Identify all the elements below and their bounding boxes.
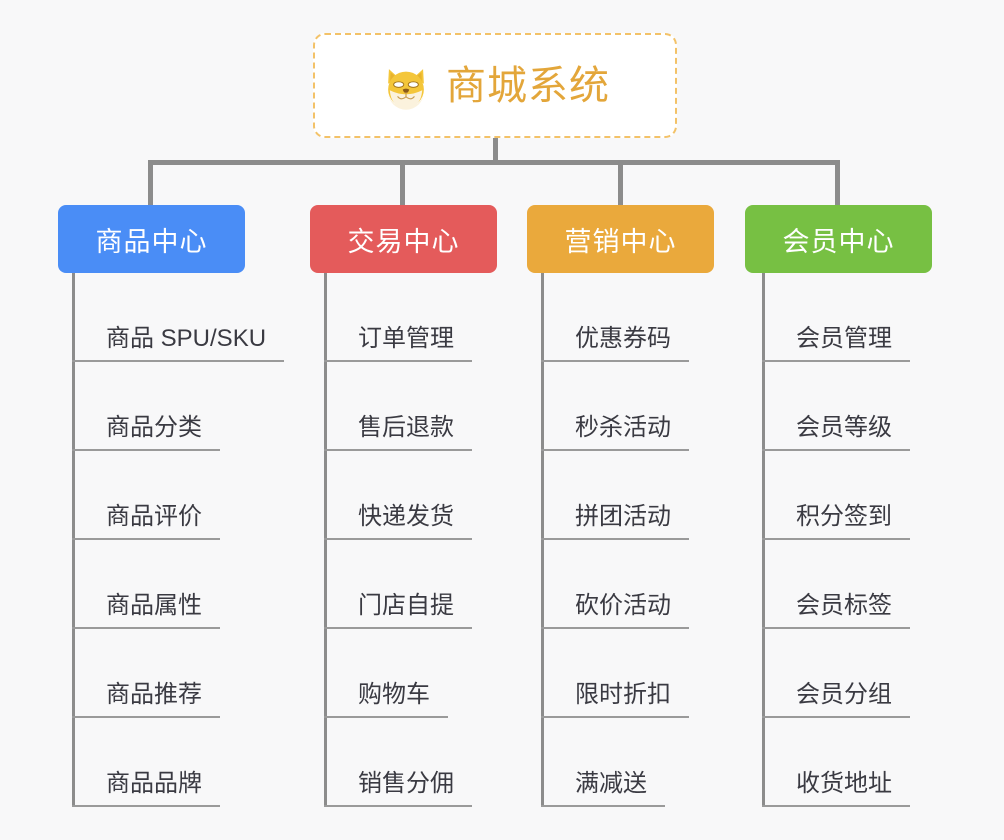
leaf-label: 快递发货 (324, 505, 472, 540)
leaf-label: 会员管理 (762, 327, 910, 362)
list-item[interactable]: 满减送 (541, 718, 774, 807)
leaf-label: 商品评价 (72, 505, 220, 540)
leaf-label: 拼团活动 (541, 505, 689, 540)
list-item[interactable]: 销售分佣 (324, 718, 557, 807)
leaf-list-member: 会员管理 会员等级 积分签到 会员标签 会员分组 收货地址 (762, 273, 995, 807)
leaf-label: 门店自提 (324, 594, 472, 629)
connector-drop-1 (148, 160, 153, 206)
leaf-label: 商品推荐 (72, 683, 220, 718)
leaf-label: 满减送 (541, 772, 665, 807)
list-item[interactable]: 会员标签 (762, 540, 995, 629)
leaf-list-product: 商品 SPU/SKU 商品分类 商品评价 商品属性 商品推荐 商品品牌 (72, 273, 305, 807)
connector-root-stem (493, 138, 498, 164)
leaf-label: 售后退款 (324, 416, 472, 451)
list-item[interactable]: 商品品牌 (72, 718, 305, 807)
root-node[interactable]: 商城系统 (313, 33, 677, 138)
leaf-label: 砍价活动 (541, 594, 689, 629)
list-item[interactable]: 订单管理 (324, 273, 557, 362)
list-item[interactable]: 会员管理 (762, 273, 995, 362)
connector-drop-2 (400, 160, 405, 206)
list-item[interactable]: 售后退款 (324, 362, 557, 451)
list-item[interactable]: 收货地址 (762, 718, 995, 807)
category-label: 会员中心 (782, 226, 895, 257)
category-label: 交易中心 (347, 226, 460, 257)
leaf-label: 销售分佣 (324, 772, 472, 807)
leaf-list-marketing: 优惠券码 秒杀活动 拼团活动 砍价活动 限时折扣 满减送 (541, 273, 774, 807)
list-item[interactable]: 购物车 (324, 629, 557, 718)
leaf-label: 订单管理 (324, 327, 472, 362)
leaf-label: 会员等级 (762, 416, 910, 451)
category-header-trade[interactable]: 交易中心 (310, 205, 497, 273)
leaf-label: 商品属性 (72, 594, 220, 629)
list-item[interactable]: 会员等级 (762, 362, 995, 451)
branch-column-product: 商品中心 商品 SPU/SKU 商品分类 商品评价 商品属性 商品推荐 商品品牌 (58, 205, 305, 807)
list-item[interactable]: 商品分类 (72, 362, 305, 451)
branch-column-trade: 交易中心 订单管理 售后退款 快递发货 门店自提 购物车 销售分佣 (310, 205, 557, 807)
list-item[interactable]: 门店自提 (324, 540, 557, 629)
connector-drop-4 (835, 160, 840, 206)
root-title: 商城系统 (446, 63, 610, 108)
category-label: 商品中心 (95, 226, 208, 257)
category-header-marketing[interactable]: 营销中心 (527, 205, 714, 273)
list-item[interactable]: 商品 SPU/SKU (72, 273, 305, 362)
shiba-dog-face-icon (380, 61, 432, 113)
leaf-label: 限时折扣 (541, 683, 689, 718)
list-item[interactable]: 限时折扣 (541, 629, 774, 718)
branch-column-member: 会员中心 会员管理 会员等级 积分签到 会员标签 会员分组 收货地址 (745, 205, 995, 807)
leaf-label: 秒杀活动 (541, 416, 689, 451)
list-item[interactable]: 优惠券码 (541, 273, 774, 362)
category-label: 营销中心 (564, 226, 677, 257)
leaf-label: 商品 SPU/SKU (72, 327, 285, 362)
list-item[interactable]: 商品属性 (72, 540, 305, 629)
category-header-member[interactable]: 会员中心 (745, 205, 932, 273)
leaf-label: 会员分组 (762, 683, 910, 718)
leaf-list-trade: 订单管理 售后退款 快递发货 门店自提 购物车 销售分佣 (324, 273, 557, 807)
leaf-label: 收货地址 (762, 772, 910, 807)
category-header-product[interactable]: 商品中心 (58, 205, 245, 273)
list-item[interactable]: 会员分组 (762, 629, 995, 718)
list-item[interactable]: 商品推荐 (72, 629, 305, 718)
leaf-label: 商品分类 (72, 416, 220, 451)
list-item[interactable]: 秒杀活动 (541, 362, 774, 451)
list-item[interactable]: 快递发货 (324, 451, 557, 540)
list-item[interactable]: 商品评价 (72, 451, 305, 540)
connector-drop-3 (618, 160, 623, 206)
leaf-label: 商品品牌 (72, 772, 220, 807)
connector-horizontal-bus (148, 160, 840, 165)
list-item[interactable]: 拼团活动 (541, 451, 774, 540)
list-item[interactable]: 砍价活动 (541, 540, 774, 629)
branch-column-marketing: 营销中心 优惠券码 秒杀活动 拼团活动 砍价活动 限时折扣 满减送 (527, 205, 774, 807)
leaf-label: 购物车 (324, 683, 448, 718)
leaf-label: 会员标签 (762, 594, 910, 629)
leaf-label: 优惠券码 (541, 327, 689, 362)
list-item[interactable]: 积分签到 (762, 451, 995, 540)
leaf-label: 积分签到 (762, 505, 910, 540)
